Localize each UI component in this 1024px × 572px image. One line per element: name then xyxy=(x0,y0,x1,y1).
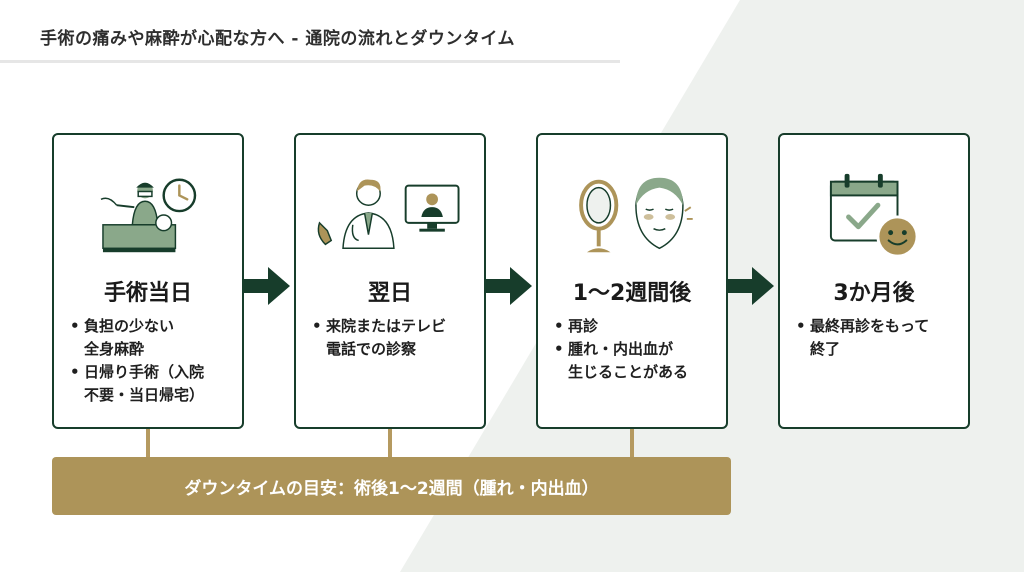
list-item-line: 全身麻酔 xyxy=(84,340,145,358)
page-title: 手術の痛みや麻酔が心配な方へ - 通院の流れとダウンタイム xyxy=(40,29,516,49)
doctor-video-call-icon xyxy=(317,179,460,250)
list-item-line: 腫れ・内出血が xyxy=(568,340,674,358)
banner-connector xyxy=(146,429,150,459)
list-item-line: 来院またはテレビ xyxy=(326,317,447,335)
banner-connector xyxy=(388,429,392,459)
list-item-line: 終了 xyxy=(810,340,841,358)
list-item-line: 電話での診察 xyxy=(326,340,417,358)
calendar-smile-icon xyxy=(829,173,919,258)
list-item: 再診 xyxy=(554,315,718,338)
arrow-right-icon xyxy=(728,267,774,305)
arrow-right-icon xyxy=(486,267,532,305)
list-item-line: 日帰り手術（入院 xyxy=(84,363,205,381)
downtime-banner: ダウンタイムの目安：術後1〜2週間（腫れ・内出血） xyxy=(52,457,731,515)
list-item-line: 最終再診をもって xyxy=(810,317,930,335)
step-title: 翌日 xyxy=(367,281,412,306)
downtime-banner-text: ダウンタイムの目安：術後1〜2週間（腫れ・内出血） xyxy=(184,478,599,499)
title-divider xyxy=(0,60,620,63)
banner-connector xyxy=(630,429,634,459)
step-title: 手術当日 xyxy=(103,281,192,306)
step-title: 3か月後 xyxy=(833,281,915,306)
list-item-line: 生じることがある xyxy=(568,363,689,381)
list-item-line: 負担の少ない xyxy=(84,317,175,335)
surgery-icon xyxy=(100,178,197,253)
arrow-right-icon xyxy=(244,267,290,305)
list-item-line: 不要・当日帰宅） xyxy=(84,386,205,404)
step-title: 1〜2週間後 xyxy=(572,281,692,306)
mirror-face-icon xyxy=(579,177,693,253)
list-item-line: 再診 xyxy=(568,317,599,335)
